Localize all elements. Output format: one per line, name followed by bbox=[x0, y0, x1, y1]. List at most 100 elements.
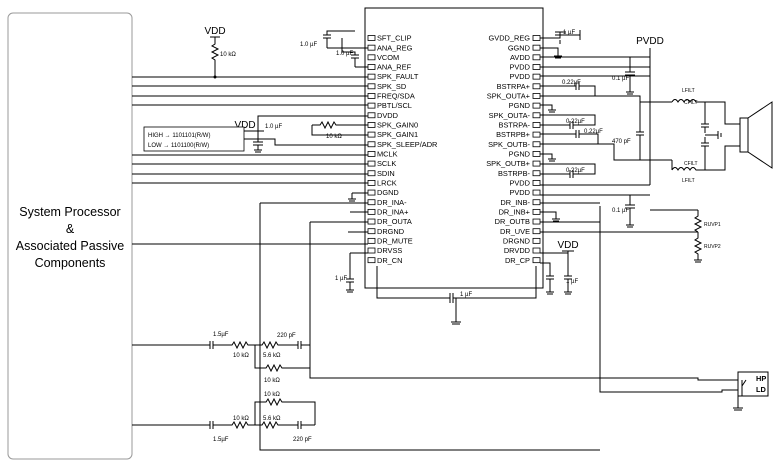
ic-left-pin-label: SPK_GAIN1 bbox=[377, 130, 418, 139]
ic-left-pin-stub bbox=[367, 93, 376, 99]
output-filter-network bbox=[595, 95, 672, 161]
gvdd-cap-value: 1 µF bbox=[563, 30, 575, 36]
ic-right-pin-label: SPK_OUTB- bbox=[488, 140, 530, 149]
ic-left-pin-stub bbox=[367, 141, 376, 148]
ic-left-pin-label: SPK_GAIN0 bbox=[377, 121, 418, 130]
ic-left-pin-stub bbox=[367, 151, 376, 157]
ic-left-pin-stub bbox=[367, 170, 376, 177]
pvdd-rail bbox=[540, 48, 651, 196]
ic-left-pin-label: SDIN bbox=[377, 169, 395, 178]
ic-right-pin-stub bbox=[532, 247, 541, 254]
ic-left-pin-label: ANA_REF bbox=[377, 63, 412, 72]
ic-left-pin-stub bbox=[367, 122, 376, 128]
ic-right-pin-stub bbox=[532, 122, 541, 128]
processor-label-line-1: System Processor bbox=[19, 205, 120, 219]
ic-left-pin-stub bbox=[367, 35, 376, 41]
ld-jack-label: LD bbox=[756, 385, 767, 394]
ic-right-pin-stub bbox=[532, 189, 541, 196]
ic-left-pin-label: DR_MUTE bbox=[377, 236, 413, 245]
dr-outb-net bbox=[599, 206, 601, 345]
ic-right-pin-stub bbox=[532, 151, 541, 157]
lfilt-top-label: LFILT bbox=[682, 88, 695, 94]
bstrpa-plus-value: 0.22µF bbox=[562, 80, 581, 86]
processor-label-line-4: Components bbox=[35, 256, 106, 270]
ic-right-pin-label: SPK_OUTB+ bbox=[486, 159, 530, 168]
ic-left-pin-label: DGND bbox=[377, 188, 399, 197]
ic-right-pin-stub bbox=[532, 93, 541, 99]
ic-right-pin-stub bbox=[532, 218, 541, 225]
processor-label-line-2: & bbox=[66, 222, 75, 236]
pullup-resistor-value: 10 kΩ bbox=[220, 52, 236, 58]
cfilt-top-label: CFILT bbox=[684, 100, 698, 106]
ruvp2-label: RUVP2 bbox=[704, 244, 721, 250]
lfilt-bottom-label: LFILT bbox=[682, 178, 695, 184]
ic-left-pin-label: SPK_FAULT bbox=[377, 72, 419, 81]
ic-right-pin-stub bbox=[532, 179, 541, 186]
processor-signal-lines bbox=[132, 76, 368, 245]
ic-right-pin-stub bbox=[532, 208, 541, 215]
bstrpa-plus-cap bbox=[540, 82, 596, 97]
snubber-cap-value: 470 pF bbox=[612, 139, 631, 145]
hp-path-a bbox=[132, 340, 310, 350]
vcom-cap-value: 1.0 µF bbox=[336, 51, 353, 57]
vdd-rail-label-top: VDD bbox=[204, 26, 225, 37]
pvdd-cap-bottom-value: 0.1 µF bbox=[612, 208, 629, 214]
ic-right-pin-label: DR_INB- bbox=[500, 198, 530, 207]
dvdd-line bbox=[240, 115, 368, 132]
ic-right-pin-label: PVDD bbox=[509, 188, 530, 197]
hp-a-input-cap: 1.5µF bbox=[213, 332, 229, 338]
ic-right-pin-stub bbox=[532, 199, 541, 206]
ic-left-pin-stub bbox=[367, 228, 376, 235]
ic-left-pin-label: ANA_REG bbox=[377, 43, 413, 52]
bstrpa-minus-value: 0.22µF bbox=[566, 119, 585, 125]
ic-right-pin-label: BSTRPB+ bbox=[496, 130, 530, 139]
ic-right-pin-stub bbox=[532, 228, 541, 235]
gain-resistor bbox=[312, 120, 368, 130]
ic-left-pin-stub bbox=[367, 247, 376, 254]
ic-right-pin-label: AVDD bbox=[510, 53, 530, 62]
ic-left-pin-stub bbox=[367, 208, 376, 215]
ic-left-pin-stub bbox=[367, 189, 376, 196]
ic-right-pin-label: PVDD bbox=[509, 72, 530, 81]
vdd-pullup-resistor bbox=[210, 36, 220, 77]
bstrpb-plus-value: 0.22µF bbox=[584, 129, 603, 135]
ic-left-pin-label: SPK_SD bbox=[377, 82, 406, 91]
ic-right-pin-label: DR_UVE bbox=[500, 227, 530, 236]
pvdd-rail-label: PVDD bbox=[636, 36, 664, 47]
ic-left-pin-stub bbox=[367, 160, 376, 167]
ic-right-pin-label: PVDD bbox=[509, 179, 530, 188]
ic-left-pin-stub bbox=[367, 73, 376, 80]
ic-right-pin-label: DR_OUTB bbox=[495, 217, 530, 226]
ic-left-pin-label: DRGND bbox=[377, 227, 404, 236]
hp-jack-label: HP bbox=[756, 374, 766, 383]
ic-left-pin-stub bbox=[367, 131, 376, 138]
flying-cap-value: 1 µF bbox=[460, 292, 472, 298]
ic-left-pin-stub bbox=[367, 257, 376, 264]
ic-left-pin-stub bbox=[367, 199, 376, 206]
dvdd-cap-value: 1.0 µF bbox=[265, 124, 282, 130]
hp-a-filter-cap: 220 pF bbox=[277, 333, 296, 339]
ic-right-pin-label: PVDD bbox=[509, 63, 530, 72]
ic-left-pin-stub bbox=[367, 83, 376, 90]
speaker-icon bbox=[739, 101, 773, 169]
ic-left-pin-label: DRVSS bbox=[377, 246, 402, 255]
hp-a-feedback-r: 10 kΩ bbox=[264, 378, 280, 384]
drvdd-cap-value: 1 µF bbox=[566, 279, 578, 285]
ic-right-pin-label: GVDD_REG bbox=[489, 34, 531, 43]
ic-left-pin-stub bbox=[367, 218, 376, 225]
ic-left-pin-stub bbox=[367, 179, 376, 186]
address-high: HIGH → 1101101(R/W) bbox=[148, 133, 210, 139]
ic-right-pin-label: DRGND bbox=[503, 236, 530, 245]
ic-right-pin-stub bbox=[532, 54, 541, 61]
bstrpb-minus-value: 0.22µF bbox=[566, 168, 585, 174]
ic-left-pin-label: LRCK bbox=[377, 179, 397, 188]
hp-b-series-r: 10 kΩ bbox=[233, 416, 249, 422]
ic-left-pin-label: MCLK bbox=[377, 150, 398, 159]
ic-left-pin-label: SPK_SLEEP/ADR bbox=[377, 140, 437, 149]
vdd-rail-label-mid: VDD bbox=[234, 120, 255, 131]
ic-right-pin-stub bbox=[532, 237, 541, 244]
hp-b-filter-r: 5.6 kΩ bbox=[263, 416, 281, 422]
ic-left-pin-label: DR_OUTA bbox=[377, 217, 412, 226]
ic-right-pin-stub bbox=[532, 64, 541, 70]
ic-right-pin-stub bbox=[532, 44, 541, 51]
